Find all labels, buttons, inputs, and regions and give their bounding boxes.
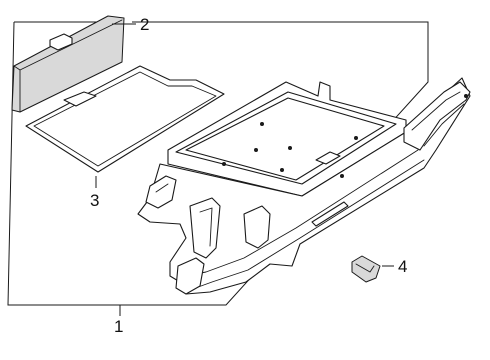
callout-1: 1: [114, 317, 123, 336]
part-3-mat-liner: [25, 65, 225, 173]
callout-2: 2: [140, 15, 149, 34]
part-2-cover-panel: [11, 15, 125, 113]
callout-3: 3: [90, 191, 99, 210]
part-1-glove-box-body: [137, 77, 471, 295]
part-4-clip: [351, 255, 381, 283]
callout-4: 4: [398, 257, 407, 276]
